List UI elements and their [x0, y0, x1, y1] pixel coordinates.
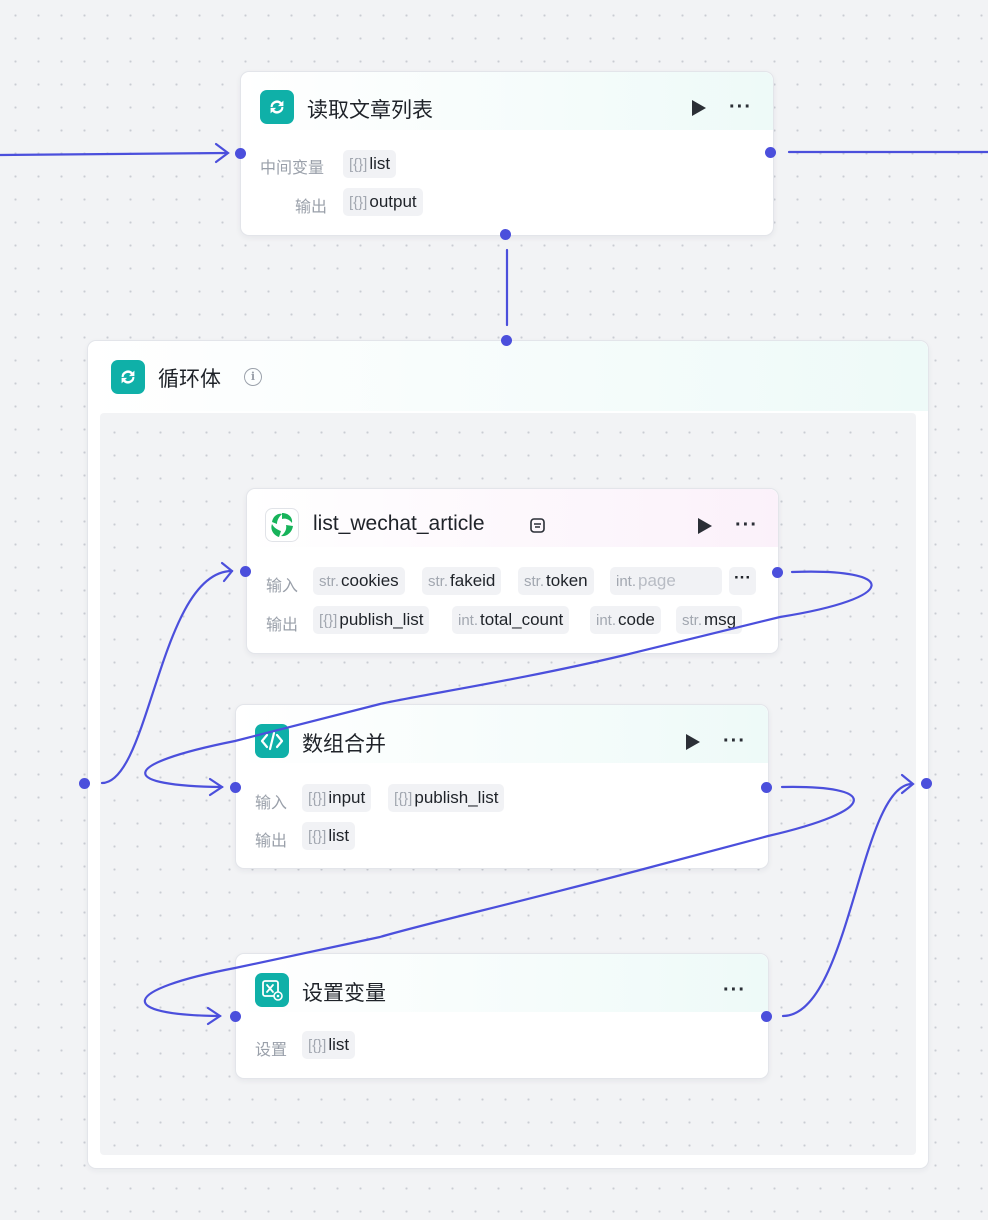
node-title: list_wechat_article	[313, 512, 485, 535]
loop-icon	[111, 360, 145, 394]
var-tag: [{}]list	[302, 1031, 356, 1059]
loop-body-header	[88, 341, 928, 411]
input-label: 输入	[266, 578, 299, 595]
play-icon[interactable]	[692, 100, 706, 116]
read-input-port[interactable]	[235, 148, 246, 159]
var-tag: [{}]input	[302, 784, 372, 812]
more-icon[interactable]: ···	[735, 514, 758, 536]
code-icon	[255, 724, 289, 758]
node-header	[247, 489, 778, 547]
node-title: 读取文章列表	[307, 99, 433, 122]
merge-output-port[interactable]	[761, 782, 772, 793]
read-output-port[interactable]	[765, 147, 776, 158]
plugin-store-icon	[529, 517, 546, 539]
node-title: 数组合并	[302, 733, 386, 756]
var-tag: str.cookies	[313, 567, 405, 595]
more-icon[interactable]: ···	[723, 730, 746, 752]
var-tag: [{}]list	[343, 150, 397, 178]
setvar-input-port[interactable]	[230, 1011, 241, 1022]
arrow-head	[214, 142, 230, 164]
node-title: 设置变量	[302, 982, 386, 1005]
var-tag: str.token	[518, 567, 594, 595]
list-wechat-article-node[interactable]: list_wechat_article ··· 输入 str.cookies s…	[246, 488, 779, 654]
var-tag: int.total_count	[452, 606, 570, 634]
play-icon[interactable]	[686, 734, 700, 750]
more-icon[interactable]: ···	[729, 96, 752, 118]
variable-icon	[255, 973, 289, 1007]
loop-icon	[260, 90, 294, 124]
more-icon[interactable]: ···	[723, 979, 746, 1001]
output-label: 输出	[295, 199, 328, 216]
loop-inner-end-port[interactable]	[921, 778, 932, 789]
node-header	[241, 72, 773, 130]
play-icon[interactable]	[698, 518, 712, 534]
wire-in-read	[0, 151, 228, 157]
wechat-input-port[interactable]	[240, 566, 251, 577]
plugin-logo-icon	[265, 508, 299, 542]
var-tag: str.msg	[676, 606, 743, 634]
setvar-output-port[interactable]	[761, 1011, 772, 1022]
merge-input-port[interactable]	[230, 782, 241, 793]
loop-inner-start-port[interactable]	[79, 778, 90, 789]
var-tag: [{}]publish_list	[388, 784, 505, 812]
loop-body-title: 循环体	[158, 368, 221, 391]
input-label: 输入	[255, 795, 288, 812]
output-label: 输出	[255, 833, 288, 850]
read-bottom-port[interactable]	[500, 229, 511, 240]
var-tag: str.fakeid	[422, 567, 502, 595]
set-variable-node[interactable]: 设置变量 ··· 设置 [{}]list	[235, 953, 769, 1079]
array-merge-node[interactable]: 数组合并 ··· 输入 [{}]input [{}]publish_list 输…	[235, 704, 769, 869]
var-tag: [{}]list	[302, 822, 356, 850]
read-article-list-node[interactable]: 读取文章列表 ··· 中间变量 [{}]list 输出 [{}]output	[240, 71, 774, 236]
loop-top-port[interactable]	[501, 335, 512, 346]
var-tag: int.page	[610, 567, 722, 595]
wechat-output-port[interactable]	[772, 567, 783, 578]
var-tag: [{}]output	[343, 188, 423, 216]
more-inputs-button[interactable]: ···	[729, 567, 756, 595]
var-tag: int.code	[590, 606, 661, 634]
output-label: 输出	[266, 617, 299, 634]
middle-var-label: 中间变量	[260, 160, 325, 177]
set-label: 设置	[255, 1042, 288, 1059]
var-tag: [{}]publish_list	[313, 606, 430, 634]
info-icon[interactable]: i	[244, 368, 262, 386]
